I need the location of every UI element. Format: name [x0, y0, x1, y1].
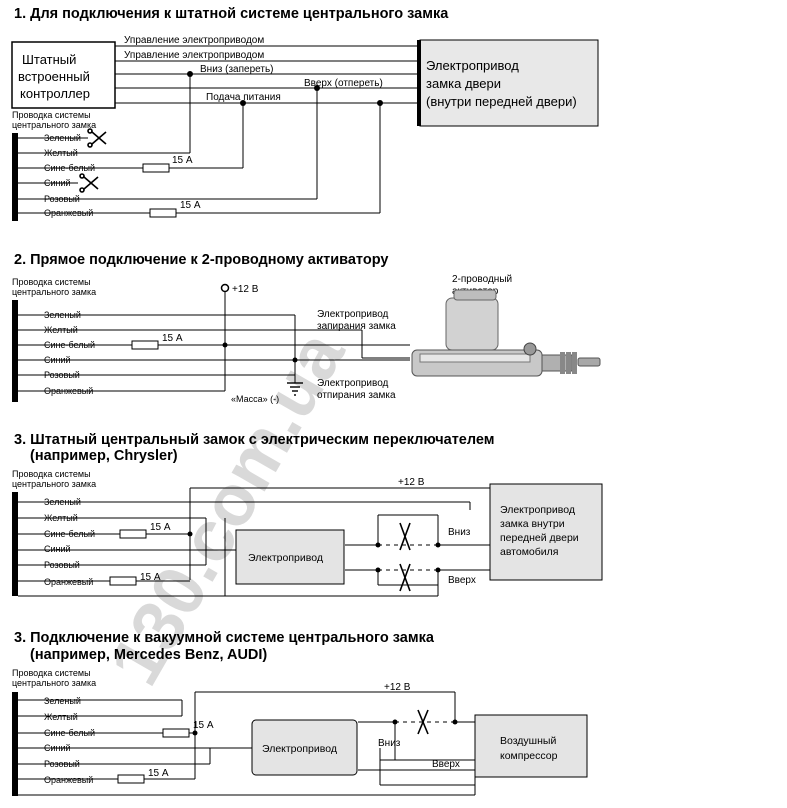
harness-title-4-l1: Проводка системы	[12, 668, 91, 678]
section-2: 2. Прямое подключение к 2-проводному акт…	[12, 252, 601, 404]
fuse	[131, 340, 159, 350]
s3-plus12: +12 В	[398, 477, 425, 488]
fuse	[119, 529, 147, 539]
s3-down: Вниз	[448, 527, 471, 538]
scissors-icon	[87, 128, 107, 148]
fuse	[109, 576, 137, 586]
actuator-line-1: Электропривод	[426, 58, 519, 73]
s2-unlock-line-1: Электропривод	[317, 378, 389, 389]
wire-label-up: Вверх (отпереть)	[304, 78, 383, 89]
s2-unlock-line-2: отпирания замка	[317, 390, 396, 401]
s4-wire-orange: Оранжевый	[44, 775, 93, 785]
s4-fuse2-label: 15 А	[148, 768, 169, 779]
scissors-icon	[399, 563, 411, 592]
section-4: 3. Подключение к вакуумной системе центр…	[12, 630, 588, 796]
section-4-title-line-1: 3. Подключение к вакуумной системе центр…	[14, 630, 435, 646]
s3-motor-label: Электропривод	[248, 552, 323, 564]
s3-wire-orange: Оранжевый	[44, 577, 93, 587]
section-4-title-line-2: (например, Mercedes Benz, AUDI)	[30, 647, 267, 663]
s2-actuator-line-1: 2-проводный	[452, 274, 512, 285]
s1-fuse2-label: 15 А	[180, 200, 201, 211]
s3-up: Вверх	[448, 575, 476, 586]
harness-connector-2	[12, 300, 18, 402]
harness-title-3-l2: центрального замка	[12, 479, 96, 489]
ground-icon	[287, 382, 303, 396]
harness-title-3-l1: Проводка системы	[12, 469, 91, 479]
s4-fuse-label: 15 А	[193, 720, 214, 731]
harness-title-1-l2: центрального замка	[12, 120, 96, 130]
s1-wire-blue: Синий	[44, 178, 71, 188]
s3-actuator-line-4: автомобиля	[500, 546, 558, 558]
s2-fuse-label: 15 А	[162, 333, 183, 344]
s3-wire-blue: Синий	[44, 544, 71, 554]
section-1-title: 1. Для подключения к штатной системе цен…	[14, 6, 449, 22]
s3-actuator-line-3: передней двери	[500, 532, 579, 544]
s4-compressor-line-1: Воздушный	[500, 735, 556, 747]
s4-compressor-box	[474, 714, 588, 778]
door-actuator-box	[419, 39, 599, 127]
wire-label-ctrl1: Управление электроприводом	[124, 35, 264, 46]
harness-title-2-l1: Проводка системы	[12, 277, 91, 287]
s4-wire-yellow: Желтый	[44, 712, 78, 722]
controller-line-1: Штатный	[22, 52, 76, 67]
s3-fuse-label: 15 А	[150, 522, 171, 533]
s4-compressor-line-2: компрессор	[500, 750, 558, 762]
s3-actuator-line-1: Электропривод	[500, 504, 575, 516]
s1-wire-blue-white: Сине-белый	[44, 163, 95, 173]
section-2-title: 2. Прямое подключение к 2-проводному акт…	[14, 252, 388, 268]
section-3-title-line-1: 3. Штатный центральный замок с электриче…	[14, 432, 495, 448]
s1-wire-pink: Розовый	[44, 194, 80, 204]
controller-line-3: контроллер	[20, 86, 90, 101]
plus12-terminal	[220, 283, 230, 293]
scissors-icon	[417, 709, 429, 735]
wire-label-power: Подача питания	[206, 92, 281, 103]
s2-lock-line-2: запирания замка	[317, 321, 396, 332]
s2-lock-line-1: Электропривод	[317, 309, 389, 320]
actuator-line-2: замка двери	[426, 76, 501, 91]
fuse	[162, 728, 190, 738]
harness-connector-4	[12, 692, 18, 796]
actuator-illustration	[411, 289, 601, 377]
s3-actuator-line-2: замка внутри	[500, 518, 565, 530]
s2-ground-label: «Масса» (-)	[231, 394, 279, 404]
harness-connector-3	[12, 492, 18, 596]
s4-down: Вниз	[378, 738, 401, 749]
section-3-title-line-2: (например, Chrysler)	[30, 448, 178, 464]
s3-motor-box	[235, 529, 345, 585]
section-3: 3. Штатный центральный замок с электриче…	[12, 432, 603, 597]
s3-fuse2-label: 15 А	[140, 572, 161, 583]
controller-line-2: встроенный	[18, 69, 90, 84]
wire-label-down: Вниз (запереть)	[200, 64, 274, 75]
fuse	[149, 208, 177, 218]
scissors-icon	[399, 522, 411, 551]
wire-label-ctrl2: Управление электроприводом	[124, 50, 264, 61]
harness-title-4-l2: центрального замка	[12, 678, 96, 688]
s1-wire-yellow: Желтый	[44, 148, 78, 158]
s4-wire-green: Зеленый	[44, 696, 81, 706]
s3-actuator-box	[489, 483, 603, 581]
s2-plus12: +12 В	[232, 284, 259, 295]
s4-plus12: +12 В	[384, 682, 411, 693]
actuator-line-3: (внутри передней двери)	[426, 94, 577, 109]
fuse	[142, 163, 170, 173]
scissors-icon	[79, 173, 99, 193]
s4-motor-label: Электропривод	[262, 743, 337, 755]
controller-box	[11, 41, 116, 109]
s4-motor-box	[251, 719, 358, 776]
harness-connector-1	[12, 133, 18, 221]
section-1: 1. Для подключения к штатной системе цен…	[11, 6, 599, 221]
harness-title-1-l1: Проводка системы	[12, 110, 91, 120]
s1-wire-green: Зеленый	[44, 133, 81, 143]
s4-up: Вверх	[432, 759, 460, 770]
harness-title-2-l2: центрального замка	[12, 287, 96, 297]
s1-fuse-label: 15 А	[172, 155, 193, 166]
s1-wire-orange: Оранжевый	[44, 208, 93, 218]
fuse	[117, 774, 145, 784]
